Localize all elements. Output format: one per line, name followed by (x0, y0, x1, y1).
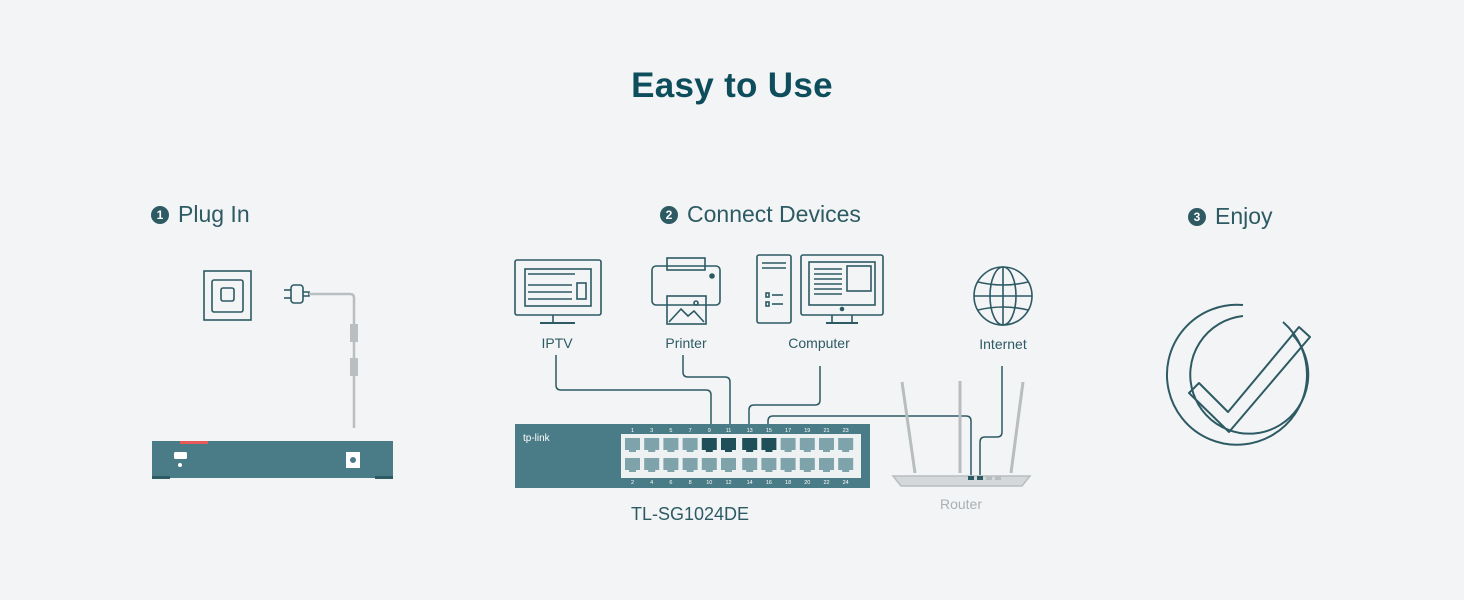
port-number: 4 (650, 480, 653, 486)
printer-cable (682, 355, 731, 438)
printer-icon (651, 257, 721, 325)
ethernet-port (742, 458, 758, 472)
step-plug-in: 1 Plug In (151, 201, 250, 228)
power-plug-icon (284, 284, 310, 304)
globe-icon (973, 266, 1033, 326)
ethernet-port (742, 438, 758, 452)
step-label-plug-in: Plug In (178, 201, 250, 227)
iptv-cable (555, 355, 712, 438)
port-number: 14 (747, 480, 753, 486)
label-router: Router (939, 496, 983, 512)
port-number: 15 (766, 428, 772, 434)
port-number: 22 (823, 480, 829, 486)
internet-cable (979, 366, 1003, 475)
ethernet-port (799, 458, 815, 472)
port-number: 8 (689, 480, 692, 486)
ethernet-port (838, 458, 854, 472)
port-number: 9 (708, 428, 711, 434)
ethernet-port (819, 458, 834, 472)
step-number-2: 2 (660, 205, 678, 224)
port-number: 21 (823, 428, 829, 434)
port-number: 20 (804, 480, 810, 486)
switch-rear-panel (152, 441, 393, 479)
port-number: 23 (843, 428, 849, 434)
port-number: 1 (631, 428, 634, 434)
checkmark-circle-icon (1166, 303, 1311, 446)
ethernet-port (819, 438, 834, 452)
ethernet-port (780, 458, 796, 472)
port-number: 7 (689, 428, 692, 434)
port-number: 17 (785, 428, 791, 434)
port-number: 2 (631, 480, 634, 486)
ethernet-port (682, 458, 698, 472)
power-cable (309, 292, 358, 428)
port-number: 19 (804, 428, 810, 434)
ethernet-port (838, 438, 854, 452)
ethernet-port (625, 458, 640, 472)
tv-icon (514, 259, 602, 324)
port-number: 13 (747, 428, 753, 434)
ethernet-port (625, 438, 640, 452)
ethernet-port (721, 458, 736, 472)
page-title: Easy to Use (631, 66, 833, 105)
port-number: 18 (785, 480, 791, 486)
step-enjoy: 3 Enjoy (1188, 203, 1273, 230)
ethernet-port (701, 458, 717, 472)
step-label-connect-devices: Connect Devices (687, 201, 861, 227)
ethernet-port (701, 438, 717, 452)
port-number: 12 (725, 480, 731, 486)
switch-model-label: TL-SG1024DE (630, 504, 750, 524)
ethernet-port (663, 438, 679, 452)
label-printer: Printer (665, 335, 707, 351)
port-number: 5 (669, 428, 672, 434)
ethernet-port (644, 458, 660, 472)
label-iptv: IPTV (541, 335, 573, 351)
port-number: 3 (650, 428, 653, 434)
ethernet-port (682, 438, 698, 452)
label-internet: Internet (979, 336, 1027, 352)
port-number: 24 (843, 480, 849, 486)
ethernet-port (721, 438, 736, 452)
computer-icon (756, 254, 884, 324)
ethernet-port (761, 438, 777, 452)
step-connect-devices: 2 Connect Devices (660, 201, 861, 228)
port-number: 6 (669, 480, 672, 486)
port-number: 10 (706, 480, 712, 486)
ethernet-port (644, 438, 660, 452)
router-icon (891, 381, 1032, 487)
port-number: 16 (766, 480, 772, 486)
port-number: 11 (726, 428, 732, 434)
step-number-3: 3 (1188, 207, 1206, 226)
wall-outlet-icon (203, 270, 252, 321)
step-label-enjoy: Enjoy (1215, 203, 1273, 229)
ethernet-port (761, 458, 777, 472)
step-number-1: 1 (151, 205, 169, 224)
ethernet-port (799, 438, 815, 452)
ethernet-port (780, 438, 796, 452)
switch-brand-logo: tp-link (523, 433, 551, 444)
ethernet-port (663, 458, 679, 472)
computer-cable (748, 366, 821, 438)
port-grid (625, 438, 854, 472)
uplink-cable (767, 415, 972, 475)
connection-lines (555, 355, 1003, 475)
label-computer: Computer (788, 335, 850, 351)
